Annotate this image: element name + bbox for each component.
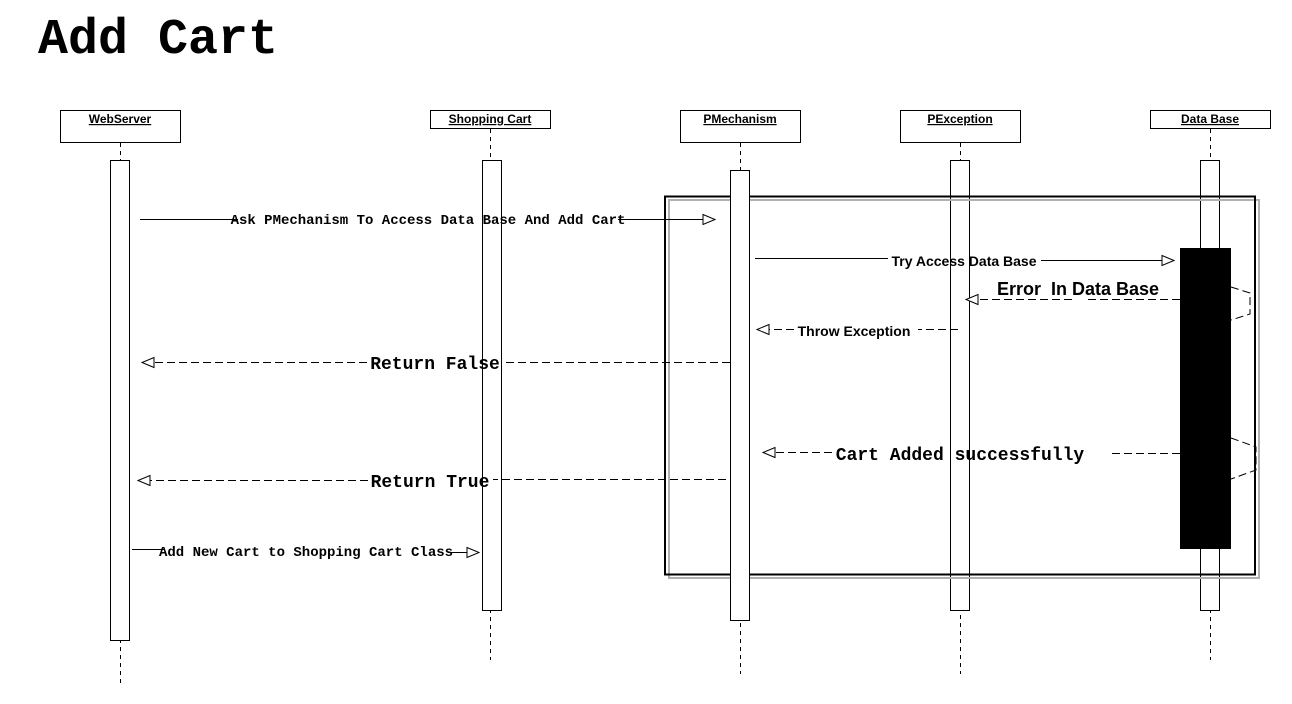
lifeline-label-pmechanism: PMechanism	[703, 112, 776, 126]
message-try-access: Try Access Data Base	[755, 253, 1174, 269]
lifeline-label-pexception: PException	[927, 112, 992, 126]
message-label: Return False	[370, 355, 500, 375]
message-label: Error In Data Base	[997, 279, 1159, 299]
self-call-success	[1230, 437, 1257, 480]
lifeline-webserver: WebServer	[60, 110, 181, 143]
message-add-new-cart: Add New Cart to Shopping Cart Class	[132, 545, 479, 561]
message-label: Add New Cart to Shopping Cart Class	[159, 545, 453, 561]
database-processing-block	[1180, 248, 1231, 549]
lifeline-pmechanism: PMechanism	[680, 110, 801, 143]
activation-webserver	[110, 160, 130, 641]
fragment-frame	[664, 195, 1256, 576]
message-throw-exception: Throw Exception	[757, 323, 958, 339]
activation-shopping-cart	[482, 160, 502, 611]
lifeline-label-webserver: WebServer	[89, 112, 152, 126]
database-self-calls	[1230, 286, 1257, 480]
message-error-db: Error In Data Base	[966, 279, 1180, 304]
message-ask-pmechanism: Ask PMechanism To Access Data Base And A…	[140, 213, 715, 229]
message-label: Ask PMechanism To Access Data Base And A…	[231, 213, 626, 229]
message-return-false: Return False	[142, 355, 730, 375]
message-label: Return True	[371, 473, 490, 493]
message-return-true: Return True	[138, 473, 726, 493]
fragment-shadow	[668, 199, 1260, 579]
activation-pmechanism	[730, 170, 750, 621]
lifeline-database: Data Base	[1150, 110, 1271, 129]
message-label: Try Access Data Base	[891, 253, 1036, 269]
message-label: Cart Added successfully	[836, 446, 1085, 466]
message-label: Throw Exception	[798, 323, 911, 339]
diagram-title: Add Cart	[38, 12, 278, 69]
lifeline-label-database: Data Base	[1181, 112, 1239, 126]
lifeline-pexception: PException	[900, 110, 1021, 143]
self-call-error	[1230, 286, 1251, 321]
message-cart-added: Cart Added successfully	[763, 446, 1180, 466]
gap	[1072, 296, 1084, 304]
activation-pexception	[950, 160, 970, 611]
lifeline-shopping-cart: Shopping Cart	[430, 110, 551, 129]
lifeline-label-shopping-cart: Shopping Cart	[449, 112, 532, 126]
